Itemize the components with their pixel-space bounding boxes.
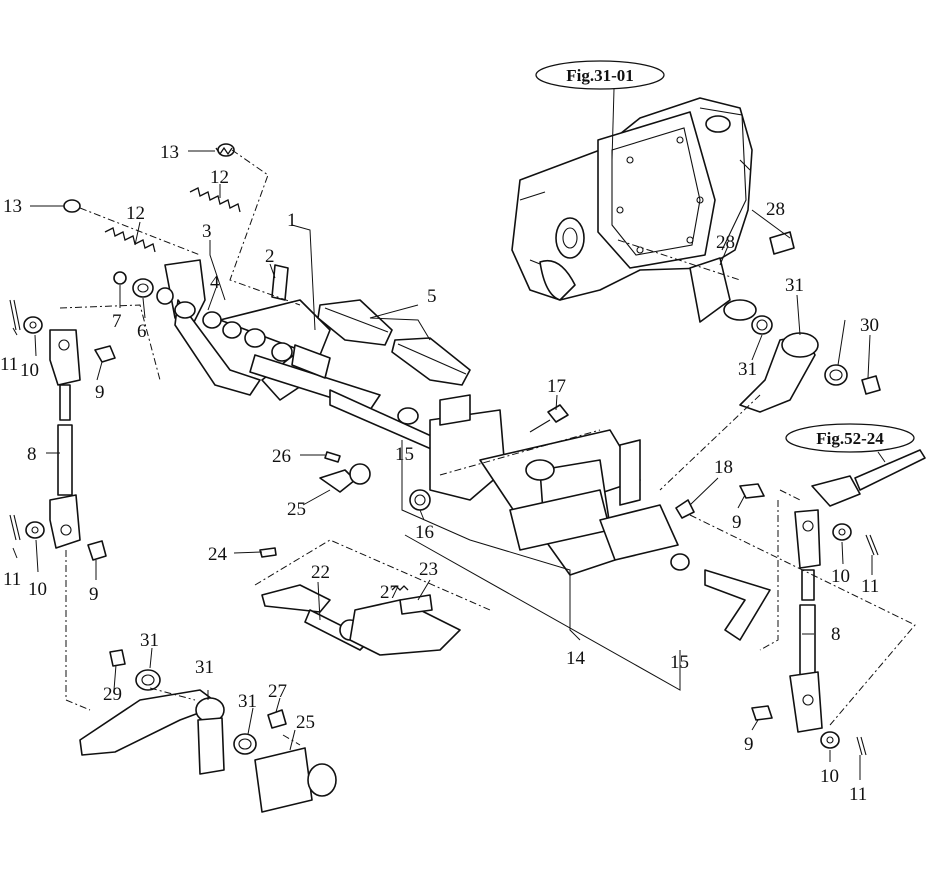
pedal-pad-upper [317,299,393,346]
lever-22 [319,451,371,493]
cross-shaft-assembly [329,389,771,641]
callout-28: 30 [860,315,879,336]
callout-13: 13 [160,142,179,163]
callout-12: 12 [210,167,229,188]
figure-ref-fig-52-24[interactable]: Fig.52-24 [785,423,915,463]
callout-31: 31 [738,359,757,380]
upper-spring-assembly [63,143,241,253]
callout-9: 9 [732,512,742,533]
callout-9: 9 [95,382,105,403]
callout-18: 18 [714,457,733,478]
callout-labels: 13 12 13 12 1 3 2 4 5 7 6 11 10 9 8 11 1… [0,142,879,805]
svg-text:Fig.31-01: Fig.31-01 [566,66,634,85]
lower-link-19-20 [259,547,461,656]
transmission-housing [511,97,753,301]
callout-30: 31 [195,657,214,678]
right-rod-assembly [739,483,879,756]
bolt-17 [529,404,569,433]
pedal-assembly [113,259,381,411]
callout-11: 11 [0,354,18,375]
callout-23: 26 [272,446,291,467]
rod-fig-52-24 [811,449,926,507]
callout-3: 3 [202,221,212,242]
callout-14: 14 [566,648,586,669]
callout-12: 12 [126,203,145,224]
callout-21: 24 [208,544,228,565]
callout-9: 9 [744,734,754,755]
callout-26: 28 [716,232,735,253]
callout-10: 10 [831,566,850,587]
callout-25: 25 [296,712,315,733]
callout-10: 10 [820,766,839,787]
callout-31: 31 [238,691,257,712]
callout-24: 27 [380,582,399,603]
callout-9: 9 [89,584,99,605]
callout-10: 10 [20,360,39,381]
callout-19: 22 [311,562,330,583]
shift-arm-30 [79,649,257,775]
callout-15: 15 [395,444,414,465]
callout-1: 1 [287,210,297,231]
callout-5: 5 [427,286,437,307]
callout-17: 17 [547,376,566,397]
callout-7: 7 [112,311,122,332]
callout-10: 10 [28,579,47,600]
callout-27: 28 [766,199,785,220]
assembly-lines [59,149,916,746]
callout-28: 29 [103,684,122,705]
left-rod-assembly [9,299,116,561]
callout-29: 31 [785,275,804,296]
pedal-pad-lower [391,337,471,386]
callout-31: 31 [140,630,159,651]
callout-11: 11 [849,784,867,805]
callout-11: 11 [3,569,21,590]
callout-8: 8 [27,444,37,465]
callout-27: 27 [268,681,287,702]
svg-text:Fig.52-24: Fig.52-24 [816,429,884,448]
callout-2: 2 [265,246,275,267]
bolt-18 [675,499,695,519]
callout-16: 16 [415,522,434,543]
callout-20: 23 [419,559,438,580]
callout-8: 8 [831,624,841,645]
figure-ref-fig-31-01[interactable]: Fig.31-01 [535,60,665,161]
callout-13: 13 [3,196,22,217]
shift-arm-29 [689,231,881,413]
callout-22: 25 [287,499,306,520]
callout-15: 15 [670,652,689,673]
callout-6: 6 [137,321,147,342]
callout-11: 11 [861,576,879,597]
leader-lines [12,150,873,780]
callout-4: 4 [210,272,220,293]
bracket-25 [254,709,337,813]
